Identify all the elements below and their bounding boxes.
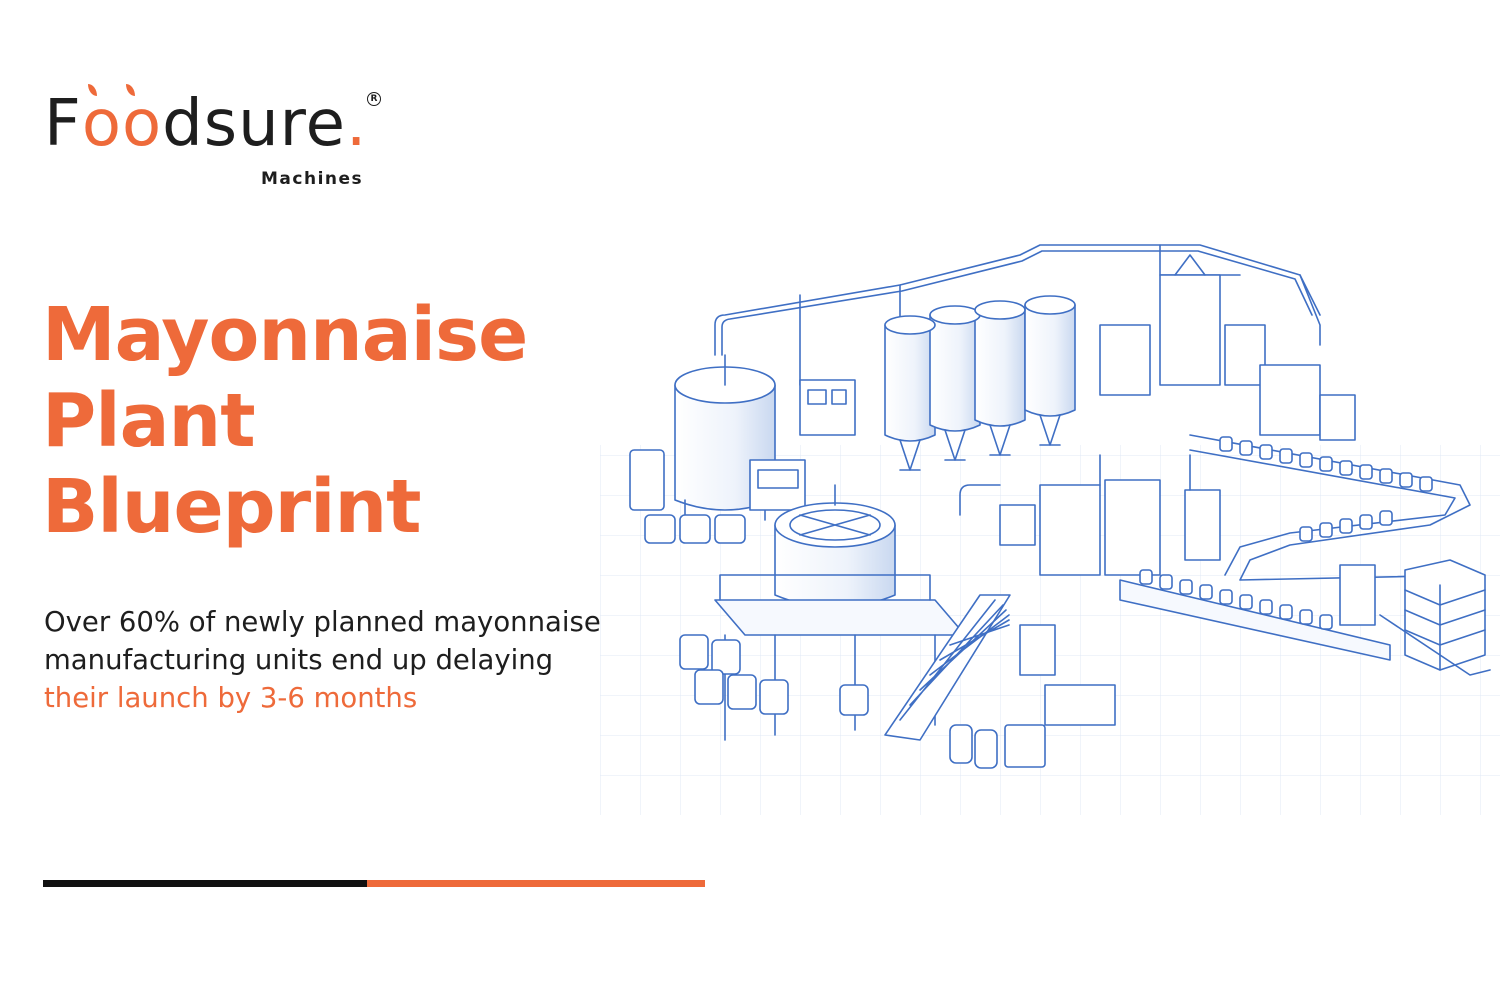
- divider-bar: [43, 880, 705, 887]
- logo-subtitle: Machines: [261, 169, 364, 189]
- description-text: Over 60% of newly planned mayonnaise man…: [44, 603, 604, 717]
- plant-blueprint-illustration: [600, 215, 1500, 815]
- description-main: Over 60% of newly planned mayonnaise man…: [44, 606, 601, 676]
- blueprint-drawing: [600, 244, 1500, 815]
- logo-text-f: F: [44, 87, 82, 161]
- description-highlight: their launch by 3-6 months: [44, 682, 418, 714]
- logo-dot: .: [345, 87, 368, 161]
- logo-text-oo: oo: [81, 84, 163, 161]
- title-line-3: Blueprint: [42, 464, 422, 550]
- registered-mark: R: [367, 92, 381, 106]
- logo-oo-letters: oo: [81, 87, 163, 161]
- divider-orange-segment: [367, 880, 705, 887]
- title-line-1: Mayonnaise: [42, 292, 528, 378]
- title-line-2: Plant: [42, 378, 256, 464]
- logo-text-rest: dsure: [162, 87, 346, 161]
- page-title: Mayonnaise Plant Blueprint: [42, 292, 528, 550]
- divider-dark-segment: [43, 880, 367, 887]
